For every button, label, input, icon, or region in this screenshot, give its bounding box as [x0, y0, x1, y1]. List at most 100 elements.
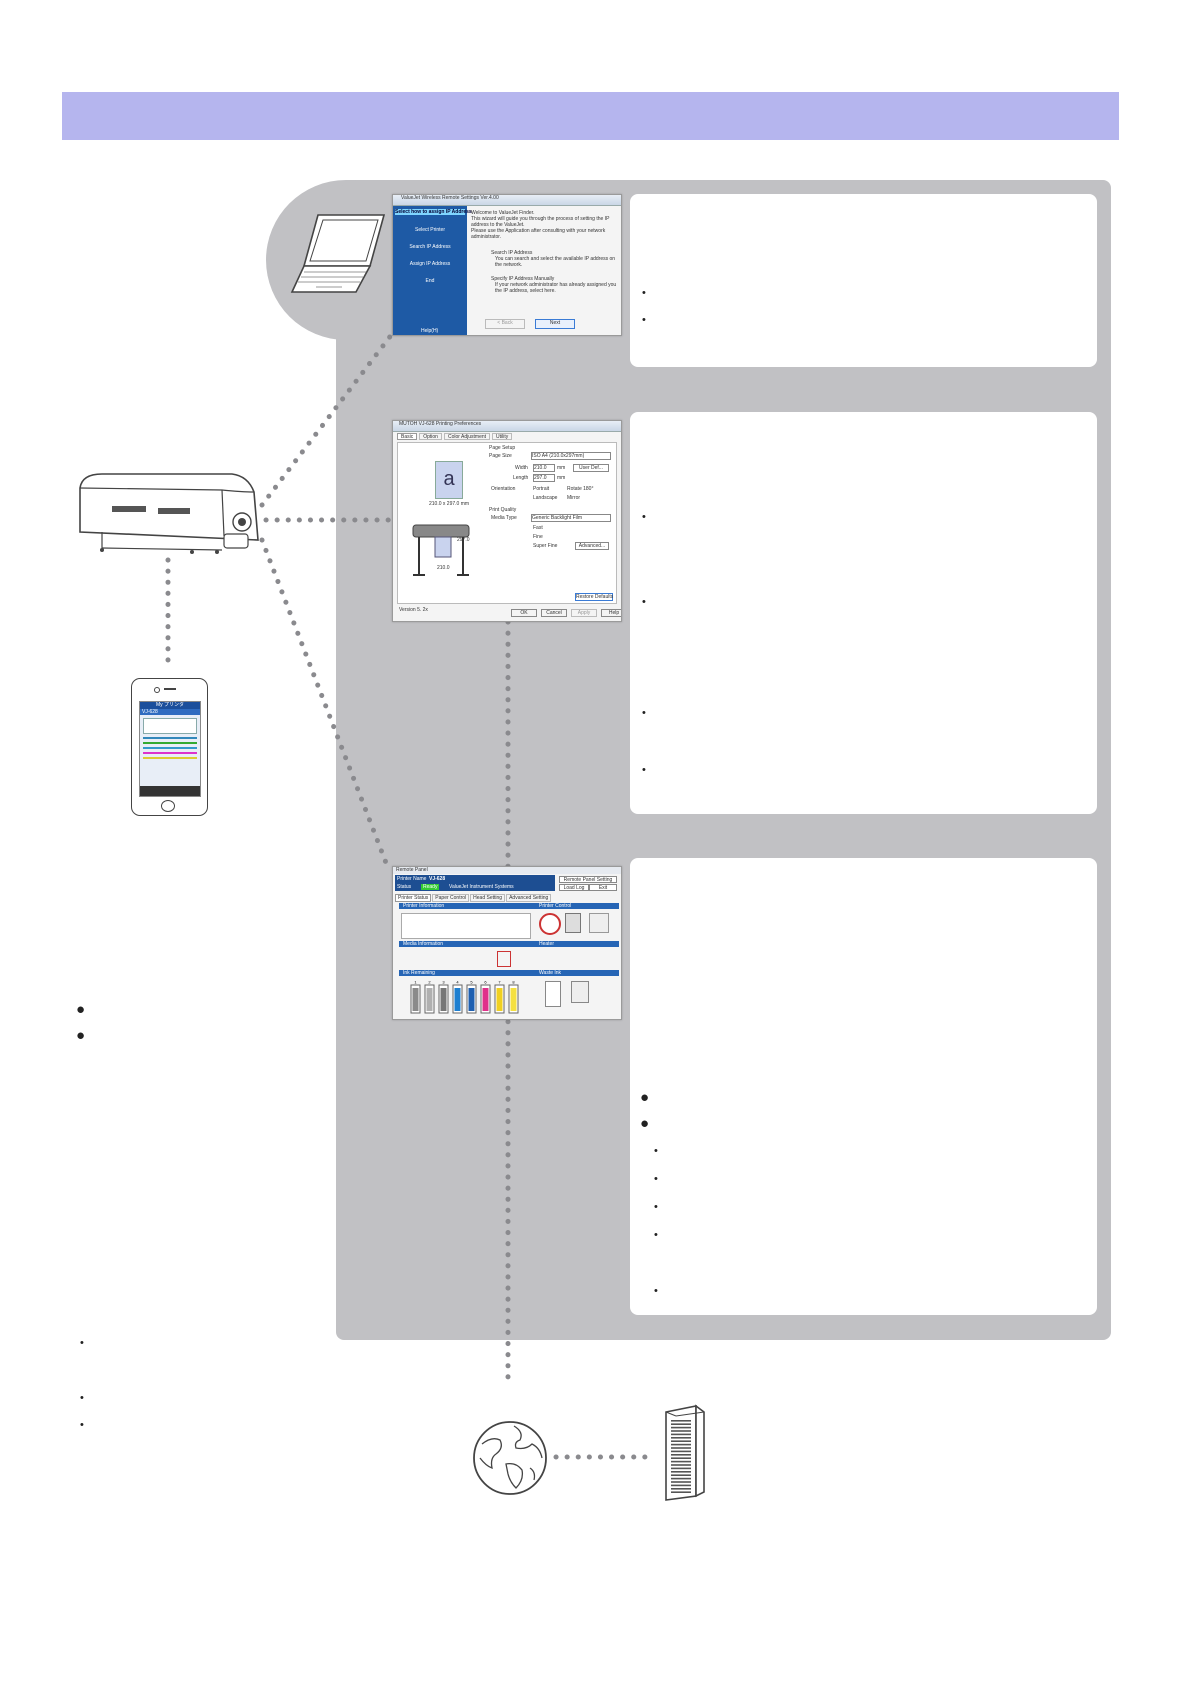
card2-bullet-2: •: [642, 596, 646, 608]
remote-tab-head-setting[interactable]: Head Setting: [470, 894, 506, 902]
driver-fine-radio[interactable]: Fine: [533, 534, 543, 540]
left-big-bullet-2: ●: [76, 1027, 86, 1044]
driver-user-def-button[interactable]: User Def...: [573, 464, 609, 472]
ink-level-4: [454, 988, 461, 1011]
phone-screen: My プリンタ VJ-628: [139, 701, 201, 797]
remote-tab-printer-status[interactable]: Printer Status: [395, 894, 432, 902]
driver-printer-figure: [405, 521, 475, 581]
card2-bullet-4: •: [642, 764, 646, 776]
driver-portrait-radio[interactable]: Portrait: [533, 486, 550, 492]
phone-tab-bar[interactable]: [140, 786, 200, 796]
remote-panel-screenshot: Remote Panel Printer Name VJ-628 Status …: [392, 866, 622, 1020]
ink-label-1: 1: [414, 980, 417, 985]
smartphone-icon: My プリンタ VJ-628: [131, 678, 208, 816]
remote-status-label: Status: [397, 884, 412, 890]
finder-back-button[interactable]: < Back: [485, 319, 525, 329]
driver-mirror-checkbox[interactable]: Mirror: [567, 495, 581, 501]
driver-width-input[interactable]: 210.0: [533, 464, 555, 472]
section-header-band: [62, 92, 1119, 140]
driver-page-size-label: Page Size: [489, 453, 512, 459]
remote-cancel-print-icon[interactable]: [539, 913, 561, 935]
driver-tabs: Basic Option Color Adjustment Utility: [397, 433, 513, 440]
finder-step-2: Select Printer: [414, 227, 445, 233]
driver-tab-body: [397, 442, 617, 604]
phone-model: VJ-628: [140, 709, 200, 715]
connector-printer-to-finder: [259, 331, 395, 508]
finder-intro-4: administrator.: [471, 234, 502, 240]
driver-dialog-buttons: OK Cancel Apply Help: [511, 609, 621, 617]
remote-tab-advanced-setting[interactable]: Advanced Setting: [506, 894, 552, 902]
finder-intro-2: address to the ValueJet.: [471, 222, 525, 228]
remote-waste-tank-icon[interactable]: [571, 981, 589, 1003]
globe-icon: [470, 1418, 550, 1498]
finder-option-1-desc-2: the network.: [495, 262, 523, 268]
driver-restore-defaults-button[interactable]: Restore Defaults: [575, 593, 614, 601]
left-bullet-1: •: [80, 1337, 84, 1349]
finder-option-1-title[interactable]: Search IP Address: [491, 250, 533, 256]
driver-tab-color-adjustment[interactable]: Color Adjustment: [443, 433, 491, 440]
card3-bullet-3: •: [654, 1201, 658, 1213]
printer-icon: [72, 470, 267, 560]
remote-window-title: Remote Panel: [393, 867, 621, 874]
finder-help-link[interactable]: Help(H): [421, 328, 439, 334]
ink-level-6: [482, 988, 489, 1011]
finder-window-title: ValueJet Wireless Remote Settings Ver.4.…: [393, 195, 621, 206]
driver-help-button[interactable]: Help: [601, 609, 621, 617]
server-slot: [671, 1450, 691, 1453]
finder-next-button[interactable]: Next: [535, 319, 575, 329]
driver-length-input[interactable]: 297.0: [533, 474, 555, 482]
driver-preview-page: a: [435, 461, 463, 499]
server-slot: [671, 1433, 691, 1436]
phone-camera-icon: [154, 687, 160, 693]
remote-printer-icon[interactable]: [565, 913, 581, 933]
server-slot: [671, 1430, 691, 1432]
remote-panel-setting-button[interactable]: Remote Panel Setting: [559, 876, 617, 883]
driver-apply-button[interactable]: Apply: [571, 609, 597, 617]
driver-page-size-select[interactable]: ISO A4 (210.0x297mm): [531, 452, 611, 460]
finder-step-sidebar: Select how to assign IP Address Select P…: [393, 206, 472, 335]
driver-landscape-radio[interactable]: Landscape: [533, 495, 558, 501]
finder-welcome: Welcome to ValueJet Finder.: [471, 210, 535, 216]
card3-bullet-2: •: [654, 1173, 658, 1185]
ink-label-8: 8: [512, 980, 515, 985]
finder-intro-3: Please use the Application after consult…: [471, 228, 606, 234]
remote-load-log-button[interactable]: Load Log: [559, 884, 589, 891]
card1-bullet-1: •: [642, 287, 646, 299]
server-slot: [671, 1491, 691, 1493]
finder-intro-1: This wizard will guide you through the p…: [471, 216, 610, 222]
finder-option-1-desc-1: You can search and select the available …: [495, 256, 616, 262]
card3-big-bullet-2: ●: [640, 1115, 650, 1132]
phone-home-button[interactable]: [161, 800, 175, 812]
driver-fast-radio[interactable]: Fast: [533, 525, 543, 531]
left-bullet-3: •: [80, 1419, 84, 1431]
ink-level-8: [510, 988, 517, 1011]
driver-tab-utility[interactable]: Utility: [492, 433, 513, 440]
remote-printer-name-label: Printer Name: [397, 876, 427, 882]
remote-tab-paper-control[interactable]: Paper Control: [432, 894, 470, 902]
server-slot: [671, 1420, 691, 1422]
driver-rotate-checkbox[interactable]: Rotate 180°: [567, 486, 594, 492]
driver-cancel-button[interactable]: Cancel: [541, 609, 567, 617]
driver-tab-basic[interactable]: Basic: [397, 433, 418, 440]
server-slot: [671, 1464, 691, 1466]
driver-width-unit: mm: [557, 465, 566, 471]
ink-level-2: [426, 988, 433, 1011]
remote-tabs: Printer Status Paper Control Head Settin…: [395, 894, 552, 902]
driver-tab-option[interactable]: Option: [419, 433, 442, 440]
driver-page-setup-heading: Page Setup: [489, 445, 516, 451]
driver-super-fine-radio[interactable]: Super Fine: [533, 543, 558, 549]
remote-exit-button[interactable]: Exit: [589, 884, 617, 891]
server-slot: [671, 1460, 691, 1463]
driver-length-label: Length: [513, 475, 529, 481]
remote-media-icon[interactable]: [589, 913, 609, 933]
server-icon: [662, 1404, 708, 1502]
driver-ok-button[interactable]: OK: [511, 609, 537, 617]
finder-option-2-title[interactable]: Specify IP Address Manually: [491, 276, 555, 282]
info-card-remote-panel: ● ● • • • • •: [630, 858, 1097, 1315]
remote-printer-name-value: VJ-628: [429, 876, 446, 882]
finder-wizard-screenshot: ValueJet Wireless Remote Settings Ver.4.…: [392, 194, 622, 336]
driver-advanced-button[interactable]: Advanced...: [575, 542, 609, 550]
server-slot: [671, 1443, 691, 1446]
driver-media-type-select[interactable]: Generic Backlight Film: [531, 514, 611, 522]
